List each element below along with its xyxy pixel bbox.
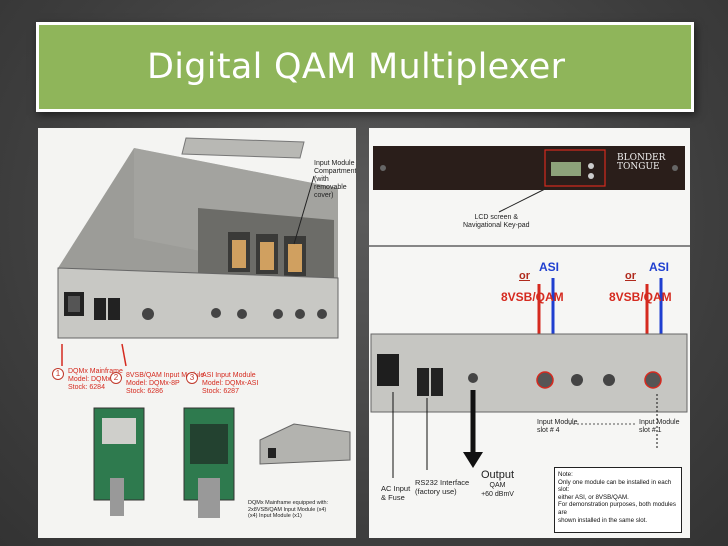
asi-label-slot4: ASI — [539, 260, 560, 274]
small-chassis-caption: DQMx Mainframe equipped with: 2x8VSB/QAM… — [248, 500, 328, 520]
note-line: shown installed in the same slot. — [558, 516, 648, 524]
ac-input-label: AC Input & Fuse — [381, 484, 410, 502]
asi-label-slot1: ASI — [649, 260, 670, 274]
rs232-label: RS232 Interface (factory use) — [415, 478, 469, 496]
label-line: & Fuse — [381, 493, 405, 502]
note-line: Only one module can be installed in each… — [558, 478, 672, 494]
label-line: RS232 Interface — [415, 478, 470, 487]
or-label-slot4: or — [519, 270, 530, 282]
item-title: ASI Input Module — [202, 372, 256, 379]
item-model: Model: DQMx-ASI — [202, 380, 259, 387]
item-model: Model: DQMx-8P — [126, 380, 180, 387]
front-rear-photo-panel: BLONDER TONGUE LCD screen & Navigational… — [369, 128, 690, 538]
or-label-slot1: or — [625, 270, 636, 282]
note-line: For demonstration purposes, both modules… — [558, 501, 676, 516]
note-box: Note: Only one module can be installed i… — [554, 467, 682, 533]
callout-line: Input Module — [314, 160, 355, 167]
label-line: Output — [481, 469, 515, 481]
output-label: Output QAM +60 dBmV — [481, 470, 514, 499]
note-line: either ASI, or 8VSB/QAM. — [558, 493, 629, 501]
caption-line: 2x8VSB/QAM — [248, 506, 282, 513]
callout-line: (with removable cover) — [314, 176, 347, 199]
caption-line: DQMx Mainframe equipped with: — [248, 500, 329, 506]
lcd-callout: LCD screen & Navigational Key-pad — [463, 214, 530, 230]
slot-line: Input Module — [639, 419, 680, 426]
slot1-label: Input Module slot # 1 — [639, 419, 679, 435]
item-stock: Stock: 6286 — [126, 388, 163, 395]
8vsb-label-slot4: 8VSB/QAM — [501, 290, 564, 304]
mainframe-photo-panel: Input Module Compartment (with removable… — [38, 128, 356, 538]
slide-title: Digital QAM Multiplexer — [147, 47, 566, 87]
item-label-8vsb-module: 8VSB/QAM Input Module Model: DQMx-8P Sto… — [126, 372, 204, 396]
item-number-3: 3 — [186, 372, 198, 384]
item-label-asi-module: ASI Input Module Model: DQMx-ASI Stock: … — [202, 372, 258, 396]
slot-line: slot # 4 — [537, 427, 560, 434]
item-label-mainframe: DQMx Mainframe Model: DQMx Stock: 6284 — [68, 368, 123, 392]
slide-title-bar: Digital QAM Multiplexer — [36, 22, 694, 112]
item-title: 8VSB/QAM Input Module — [126, 372, 205, 379]
callout-line: Navigational Key-pad — [463, 222, 530, 229]
item-number-2: 2 — [110, 372, 122, 384]
slot-line: Input Module — [537, 419, 578, 426]
mainframe-photo — [38, 128, 356, 538]
slot4-label: Input Module slot # 4 — [537, 419, 577, 435]
item-stock: Stock: 6287 — [202, 388, 239, 395]
8vsb-label-slot1: 8VSB/QAM — [609, 290, 672, 304]
label-line: (factory use) — [415, 487, 457, 496]
item-model: Model: DQMx — [68, 376, 111, 383]
item-title: DQMx Mainframe — [68, 368, 123, 375]
item-stock: Stock: 6284 — [68, 384, 105, 391]
brand-logo: BLONDER TONGUE — [617, 154, 665, 172]
caption-line: Input Module (x1) — [259, 513, 302, 519]
caption-line: (x4) — [248, 513, 258, 519]
item-number-1: 1 — [52, 368, 64, 380]
brand-line: TONGUE — [617, 162, 660, 172]
label-line: AC Input — [381, 484, 411, 493]
note-line: Note: — [558, 471, 573, 478]
callout-line: LCD screen & — [474, 214, 519, 221]
caption-line: Input Module (x4) — [283, 506, 327, 513]
callout-line: Compartment — [314, 168, 356, 175]
label-line: QAM — [489, 482, 506, 489]
brand-line: BLONDER — [617, 153, 666, 163]
slot-line: slot # 1 — [639, 427, 662, 434]
input-module-callout: Input Module Compartment (with removable… — [314, 160, 356, 200]
label-line: +60 dBmV — [481, 491, 514, 498]
